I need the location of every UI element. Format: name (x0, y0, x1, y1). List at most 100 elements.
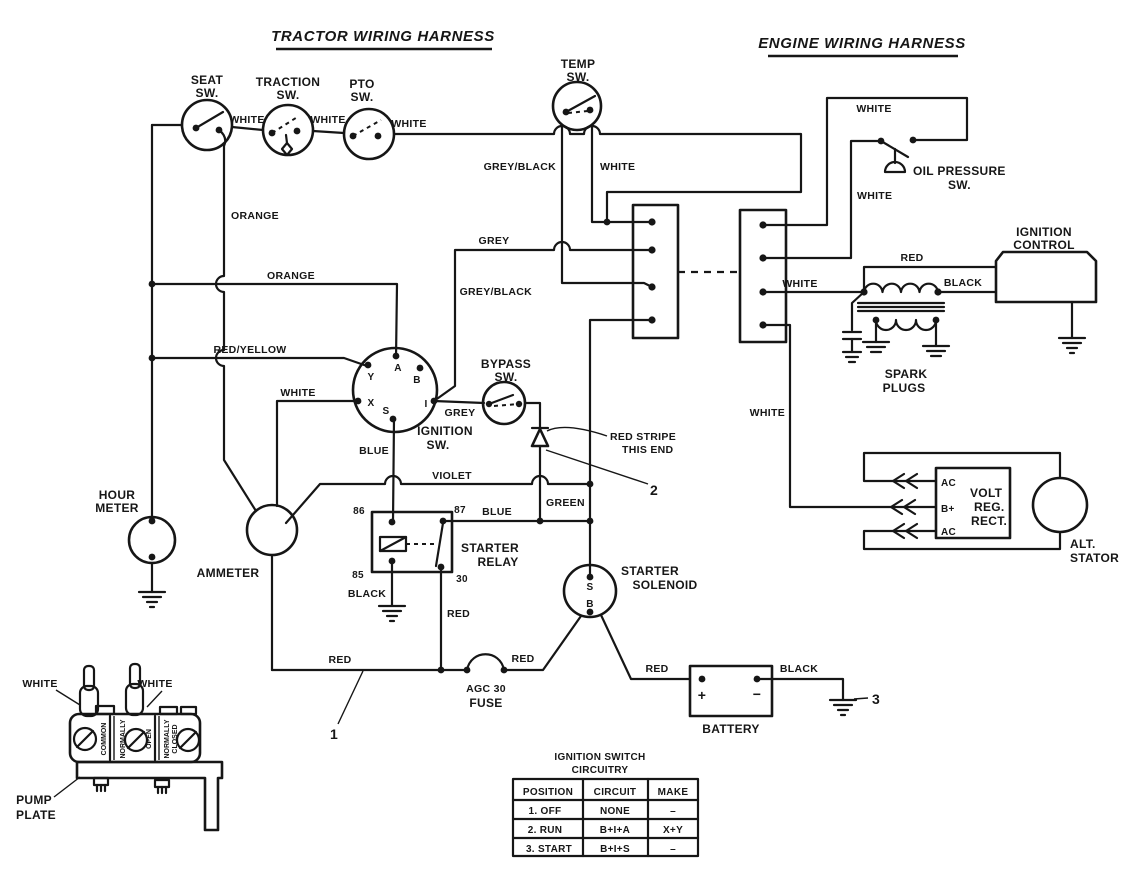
pump-terminal-normally: NORMALLY (120, 719, 127, 758)
fuse-label: AGC 30 (466, 683, 506, 695)
ignition-coil-spark-plugs: WHITE SPARK PLUGS RED BLACK (761, 252, 998, 395)
wire-label-red: RED (900, 252, 923, 264)
cell-position-off: 1. OFF (529, 806, 562, 817)
cell-circuit-run: B+I+A (600, 825, 630, 836)
tractor-harness-wires (148, 123, 803, 579)
seat-switch-label2: SW. (196, 86, 219, 100)
alt-stator-label2: STATOR (1070, 551, 1119, 565)
pto-switch-label2: SW. (351, 90, 374, 104)
wire-label-white: WHITE (310, 114, 345, 126)
wire-label-blue: BLUE (359, 445, 389, 457)
callout-3: 3 (872, 691, 880, 707)
wire-label-red: RED (447, 608, 470, 620)
starter-solenoid-label2: SOLENOID (632, 578, 697, 592)
wire-label-white: WHITE (280, 387, 315, 399)
wire-label-white: WHITE (750, 407, 785, 419)
wire-label-red: RED (328, 654, 351, 666)
starter-relay: 86 87 85 30 STARTER RELAY BLACK RED (348, 505, 519, 672)
pump-plate-label2: PLATE (16, 808, 56, 822)
pump-terminal-closed: CLOSED (172, 724, 179, 753)
red-stripe-note: RED STRIPE (610, 431, 676, 443)
terminal-i: I (424, 399, 427, 410)
starter-relay-label: STARTER (461, 541, 519, 555)
wire-label-red: RED (511, 653, 534, 665)
ammeter-label: AMMETER (197, 566, 260, 580)
battery-plus: + (698, 687, 706, 703)
table-title2: CIRCUITRY (572, 765, 629, 776)
callout-2: 2 (650, 482, 658, 498)
wire-label-white: WHITE (782, 278, 817, 290)
table-header-make: MAKE (658, 787, 689, 798)
terminal-y: Y (368, 372, 375, 383)
wire-label-white: WHITE (229, 114, 264, 126)
volt-reg-label2: REG. (974, 500, 1005, 514)
solenoid-terminal-b: B (586, 599, 594, 610)
wire-label-black: BLACK (944, 277, 982, 289)
pump-terminal-normally2: NORMALLY (164, 719, 171, 758)
voltage-regulator: WHITE AC B+ AC VOLT REG. RECT. (750, 323, 1062, 551)
fuse-label2: FUSE (469, 696, 502, 710)
wire-label-white: WHITE (391, 118, 426, 130)
tractor-harness-title: TRACTOR WIRING HARNESS (271, 28, 495, 45)
ignition-control: IGNITION CONTROL (994, 225, 1098, 355)
table-row: 3. START B+I+S – (526, 844, 676, 855)
volt-reg-label3: RECT. (971, 514, 1007, 528)
wire-label-white: WHITE (857, 190, 892, 202)
temp-switch-label2: SW. (567, 70, 590, 84)
terminal-s: S (383, 406, 390, 417)
engine-harness-title: ENGINE WIRING HARNESS (758, 35, 966, 52)
wire-label-white: WHITE (137, 678, 172, 690)
cell-position-start: 3. START (526, 844, 572, 855)
table-header-circuit: CIRCUIT (594, 787, 637, 798)
callout-1: 1 (330, 726, 338, 742)
spark-plugs-label2: PLUGS (883, 381, 926, 395)
wire-label-white: WHITE (856, 103, 891, 115)
battery-minus: − (753, 686, 761, 702)
cell-circuit-off: NONE (600, 806, 630, 817)
battery: + − BATTERY BLACK 3 (688, 663, 880, 736)
table-row: 1. OFF NONE – (529, 806, 676, 817)
alt-stator: ALT. STATOR (1031, 476, 1119, 565)
red-stripe-note2: THIS END (622, 444, 674, 456)
terminal-ac2: AC (941, 527, 956, 538)
wire-label-white: WHITE (22, 678, 57, 690)
ignition-switch-label: IGNITION (417, 424, 473, 438)
terminal-30: 30 (456, 574, 468, 585)
diode-note: RED STRIPE THIS END 2 (545, 426, 676, 498)
wire-label-orange: ORANGE (231, 210, 279, 222)
pump-plate: COMMON NORMALLY OPEN NORMALLY CLOSED WHI… (16, 662, 224, 832)
wire-label-grey: GREY (479, 235, 510, 247)
seat-switch-label: SEAT (191, 73, 224, 87)
ignition-switch: Y A B X S I IGNITION SW. (351, 346, 473, 452)
ignition-control-label2: CONTROL (1013, 238, 1074, 252)
pump-terminal-open: OPEN (146, 729, 153, 749)
starter-solenoid: S B STARTER SOLENOID RED (562, 563, 697, 681)
alt-stator-label: ALT. (1070, 537, 1096, 551)
terminal-bplus: B+ (941, 504, 955, 515)
table-title: IGNITION SWITCH (554, 752, 645, 763)
starter-solenoid-label: STARTER (621, 564, 679, 578)
oil-pressure-switch: WHITE WHITE OIL PRESSURE SW. (761, 96, 1006, 260)
traction-switch-label2: SW. (277, 88, 300, 102)
battery-label: BATTERY (702, 722, 759, 736)
solenoid-terminal-s: S (587, 582, 594, 593)
traction-switch-label: TRACTION (256, 75, 320, 89)
spark-plugs-label: SPARK (885, 367, 928, 381)
wire-label-green: GREEN (546, 497, 585, 509)
hour-meter-label: HOUR (99, 488, 136, 502)
bypass-switch-label: BYPASS (481, 357, 531, 371)
hour-meter: HOUR METER (95, 488, 177, 609)
starter-relay-label2: RELAY (477, 555, 518, 569)
oil-pressure-switch-label: OIL PRESSURE (913, 164, 1006, 178)
bypass-switch-label2: SW. (495, 370, 518, 384)
terminal-87: 87 (454, 505, 466, 516)
terminal-ac1: AC (941, 478, 956, 489)
temp-switch: TEMP SW. (551, 57, 603, 132)
cell-make-off: – (670, 806, 676, 817)
terminal-x: X (368, 398, 375, 409)
pto-switch: PTO SW. (342, 77, 396, 161)
cell-make-start: – (670, 844, 676, 855)
fuse: RED RED AGC 30 FUSE 1 (270, 614, 583, 742)
table-header-position: POSITION (523, 787, 573, 798)
